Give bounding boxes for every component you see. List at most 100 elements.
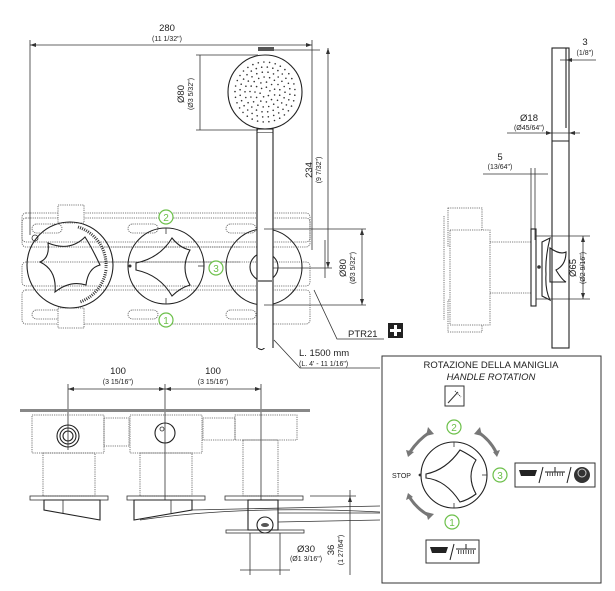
dim-head-dia: Ø80 bbox=[176, 85, 187, 103]
nozzle-dot bbox=[292, 100, 295, 102]
dimension-head-height: 234 (9 7/32") bbox=[270, 48, 332, 269]
nozzle-dot bbox=[251, 106, 253, 108]
nozzle-dot bbox=[285, 77, 287, 80]
nozzle-dot bbox=[247, 66, 249, 69]
nozzle-dot bbox=[263, 61, 265, 63]
nozzle-dot bbox=[251, 112, 253, 115]
nozzle-dot bbox=[249, 90, 251, 93]
nozzle-dot bbox=[250, 96, 252, 98]
nozzle-dot bbox=[289, 93, 291, 96]
nozzle-dot bbox=[267, 94, 270, 97]
nozzle-dot bbox=[255, 85, 258, 88]
position-2-front: 2 bbox=[163, 213, 169, 224]
nozzle-dot bbox=[261, 116, 264, 118]
nozzle-dot bbox=[252, 101, 255, 103]
rotation-subtitle: HANDLE ROTATION bbox=[447, 372, 536, 383]
dim-handle-dia-inch: (Ø45/64") bbox=[514, 125, 544, 132]
nozzle-dot bbox=[256, 115, 259, 117]
nozzle-dot bbox=[265, 81, 268, 83]
nozzle-dot bbox=[283, 97, 285, 99]
nozzle-dot bbox=[234, 90, 236, 93]
nozzle-dot bbox=[265, 86, 268, 88]
nozzle-dot bbox=[269, 90, 271, 92]
nozzle-dot bbox=[278, 94, 281, 96]
nozzle-pattern bbox=[234, 61, 296, 123]
nozzle-dot bbox=[283, 85, 286, 88]
dim-thickness-inch: (1/8") bbox=[577, 50, 594, 57]
nozzle-dot bbox=[245, 85, 247, 87]
nozzle-dot bbox=[256, 120, 259, 122]
nozzle-dot bbox=[260, 82, 262, 84]
nozzle-dot bbox=[262, 106, 265, 108]
nozzle-dot bbox=[268, 61, 271, 64]
nozzle-dot bbox=[246, 115, 249, 117]
nozzle-dot bbox=[242, 111, 244, 114]
dim-outlet-dia: Ø30 bbox=[297, 544, 315, 555]
nozzle-dot bbox=[288, 99, 290, 101]
rotation-position-1: 1 bbox=[449, 518, 455, 529]
nozzle-dot bbox=[246, 109, 249, 111]
nozzle-dot bbox=[283, 114, 286, 116]
rotation-position-3: 3 bbox=[497, 471, 503, 482]
bathtub-icon bbox=[430, 547, 448, 553]
nozzle-dot bbox=[239, 94, 241, 97]
nozzle-dot bbox=[259, 92, 261, 94]
nozzle-dot bbox=[273, 119, 276, 122]
nozzle-dot bbox=[267, 116, 270, 118]
position-1-front: 1 bbox=[163, 316, 169, 327]
hose-length-inch: (L. 4' - 11 1/16") bbox=[299, 361, 348, 368]
dim-cover-dia: Ø80 bbox=[338, 259, 349, 277]
nozzle-dot bbox=[255, 96, 258, 99]
nozzle-dot bbox=[272, 114, 275, 117]
nozzle-dot bbox=[278, 117, 281, 119]
diverter-handle-front bbox=[127, 227, 205, 305]
nozzle-dot bbox=[261, 71, 264, 73]
nozzle-dot bbox=[238, 107, 241, 109]
dim-280: 280 bbox=[159, 23, 175, 34]
dim-spacing-1-inch: (3 15/16") bbox=[103, 379, 134, 386]
nozzle-dot bbox=[250, 70, 253, 72]
nozzle-dot bbox=[242, 78, 245, 80]
nozzle-dot bbox=[279, 65, 282, 67]
nozzle-dot bbox=[291, 77, 293, 80]
nozzle-dot bbox=[281, 80, 283, 83]
nozzle-dot bbox=[239, 88, 241, 91]
nozzle-dot bbox=[279, 88, 281, 91]
nozzle-dot bbox=[251, 76, 253, 78]
dim-gap: 5 bbox=[497, 152, 502, 163]
dim-234: 234 bbox=[304, 162, 315, 178]
dim-280-inch: (11 1/32") bbox=[152, 36, 182, 43]
dim-thickness: 3 bbox=[582, 37, 587, 48]
bathtub-icon bbox=[519, 470, 537, 476]
nozzle-dot bbox=[280, 102, 283, 104]
nozzle-dot bbox=[272, 67, 274, 69]
nozzle-dot bbox=[246, 73, 248, 76]
hand-shower-icon bbox=[444, 385, 465, 407]
nozzle-dot bbox=[255, 109, 258, 111]
position-3-icons bbox=[514, 462, 596, 488]
nozzle-dot bbox=[287, 110, 290, 112]
nozzle-dot bbox=[236, 79, 239, 82]
nozzle-dot bbox=[253, 80, 255, 83]
nozzle-dot bbox=[276, 99, 279, 102]
nozzle-dot bbox=[260, 100, 262, 102]
shower-holder-front bbox=[225, 133, 303, 348]
dim-head-dia-inch: (Ø3 5/32") bbox=[188, 78, 195, 110]
handle-rotation-panel: ROTAZIONE DELLA MANIGLIA HANDLE ROTATION… bbox=[381, 355, 602, 584]
nozzle-dot bbox=[262, 121, 265, 123]
nozzle-dot bbox=[284, 91, 286, 93]
nozzle-dot bbox=[277, 69, 279, 72]
nozzle-dot bbox=[254, 91, 256, 93]
nozzle-dot bbox=[245, 96, 247, 99]
dimension-overall-width: 280 (11 1/32") bbox=[29, 23, 313, 250]
nozzle-dot bbox=[234, 96, 237, 99]
stop-label: STOP bbox=[392, 473, 411, 480]
dim-234-inch: (9 7/32") bbox=[316, 157, 323, 184]
thermostat-handle-front bbox=[26, 221, 114, 309]
dim-cover-dia-inch: (Ø3 5/32") bbox=[350, 252, 357, 284]
dim-side-cover-inch: (Ø2 9/16") bbox=[580, 252, 587, 284]
nozzle-dot bbox=[272, 73, 275, 75]
nozzle-dot bbox=[273, 94, 276, 96]
nozzle-dot bbox=[262, 96, 265, 98]
